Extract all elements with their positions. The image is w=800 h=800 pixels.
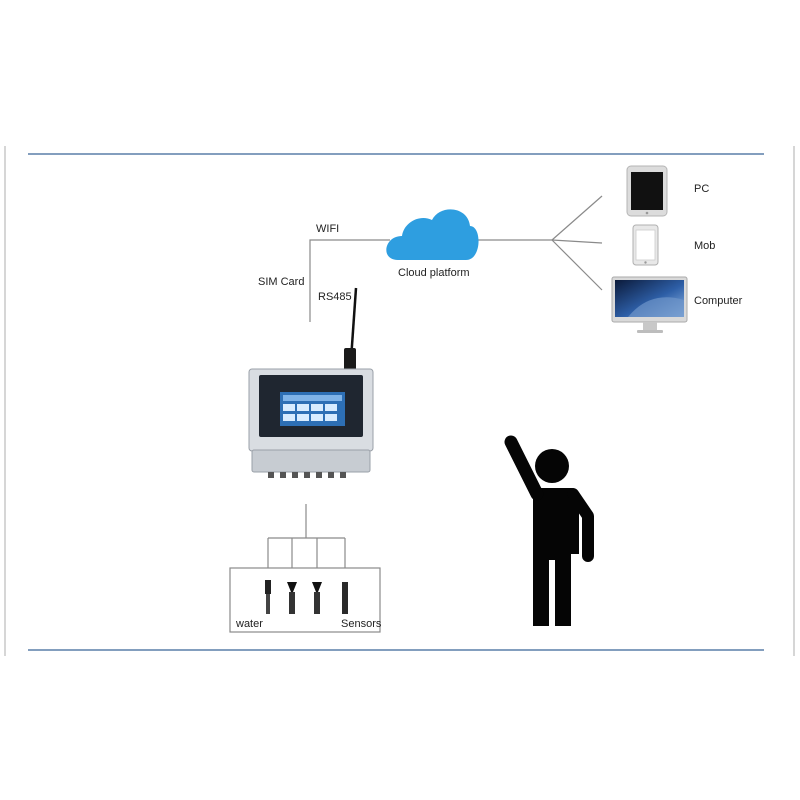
tablet-icon (626, 165, 668, 217)
cloud-platform-label: Cloud platform (398, 267, 470, 279)
endpoint-label-pc: PC (694, 183, 709, 195)
wifi-label: WIFI (316, 223, 339, 235)
rs485-label: RS485 (318, 291, 352, 303)
water-label: water (235, 618, 263, 630)
probe-icon (287, 582, 297, 614)
endpoint-label-mob: Mob (694, 240, 715, 252)
cloud-endpoints-link (476, 195, 603, 291)
probe-icon (265, 580, 271, 614)
person-icon (504, 435, 594, 626)
monitoring-device (248, 287, 374, 478)
probe-icon (342, 582, 348, 614)
cloud-icon (386, 209, 479, 260)
endpoint-label-computer: Computer (694, 295, 743, 307)
sensor-cabling (229, 504, 381, 633)
sensor-probes (265, 580, 348, 614)
device-cloud-link (309, 239, 390, 322)
monitor-icon (611, 276, 688, 333)
sensors-label: Sensors (341, 618, 382, 630)
sim-card-label: SIM Card (258, 276, 304, 288)
probe-icon (312, 582, 322, 614)
phone-icon (632, 224, 659, 266)
